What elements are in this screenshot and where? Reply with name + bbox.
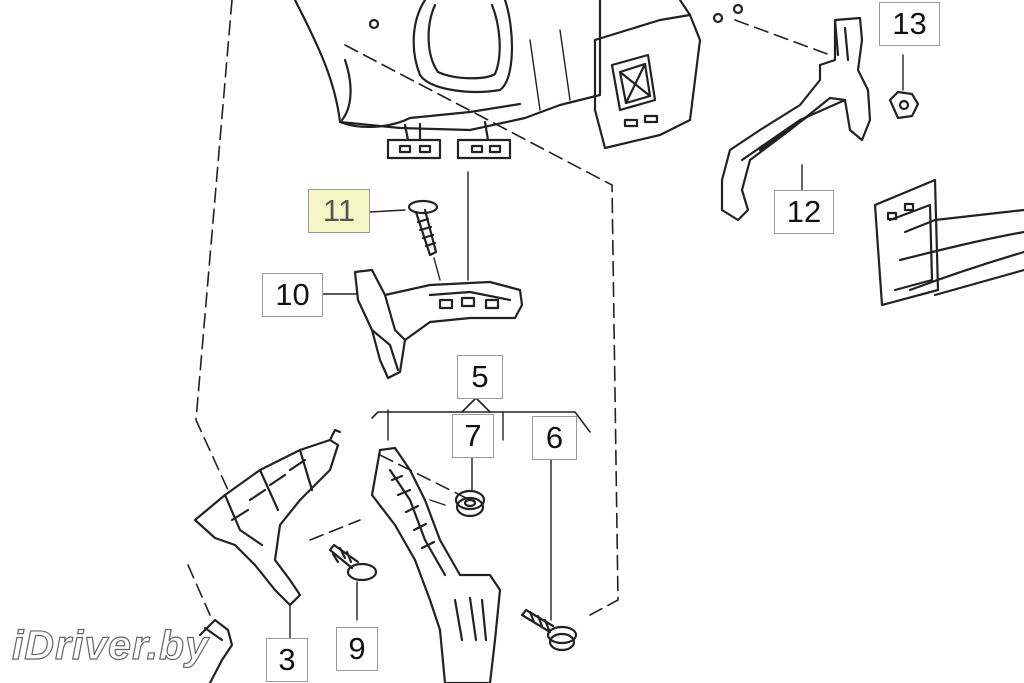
- nut-13: [888, 54, 920, 120]
- callout-5[interactable]: 5: [457, 355, 503, 399]
- screw-11: [407, 171, 469, 281]
- screw-6: [520, 459, 578, 652]
- callout-6[interactable]: 6: [532, 416, 577, 460]
- callout-3[interactable]: 3: [266, 638, 308, 682]
- callout-13[interactable]: 13: [879, 2, 940, 46]
- bracket-12: [720, 16, 872, 222]
- callout-11[interactable]: 11: [308, 189, 370, 233]
- body-panel-top: [293, 0, 602, 160]
- mounting-plate: [593, 0, 702, 150]
- small-bolts-top: [712, 3, 744, 24]
- bracket-3: [193, 428, 342, 641]
- bracket-10: [353, 268, 524, 380]
- callout-9[interactable]: 9: [336, 627, 378, 671]
- callout-10[interactable]: 10: [262, 273, 323, 317]
- clip-nut-7: [429, 457, 486, 518]
- leader-lines: [322, 164, 803, 295]
- watermark: iDriver.by: [11, 621, 209, 668]
- dashed-assembly-lines: [187, 0, 831, 616]
- clip-bottom-left: [198, 618, 234, 683]
- callout-12[interactable]: 12: [774, 190, 834, 234]
- crossmember-right: [873, 178, 1024, 307]
- callout-7[interactable]: 7: [452, 414, 494, 458]
- screw-9: [328, 543, 378, 621]
